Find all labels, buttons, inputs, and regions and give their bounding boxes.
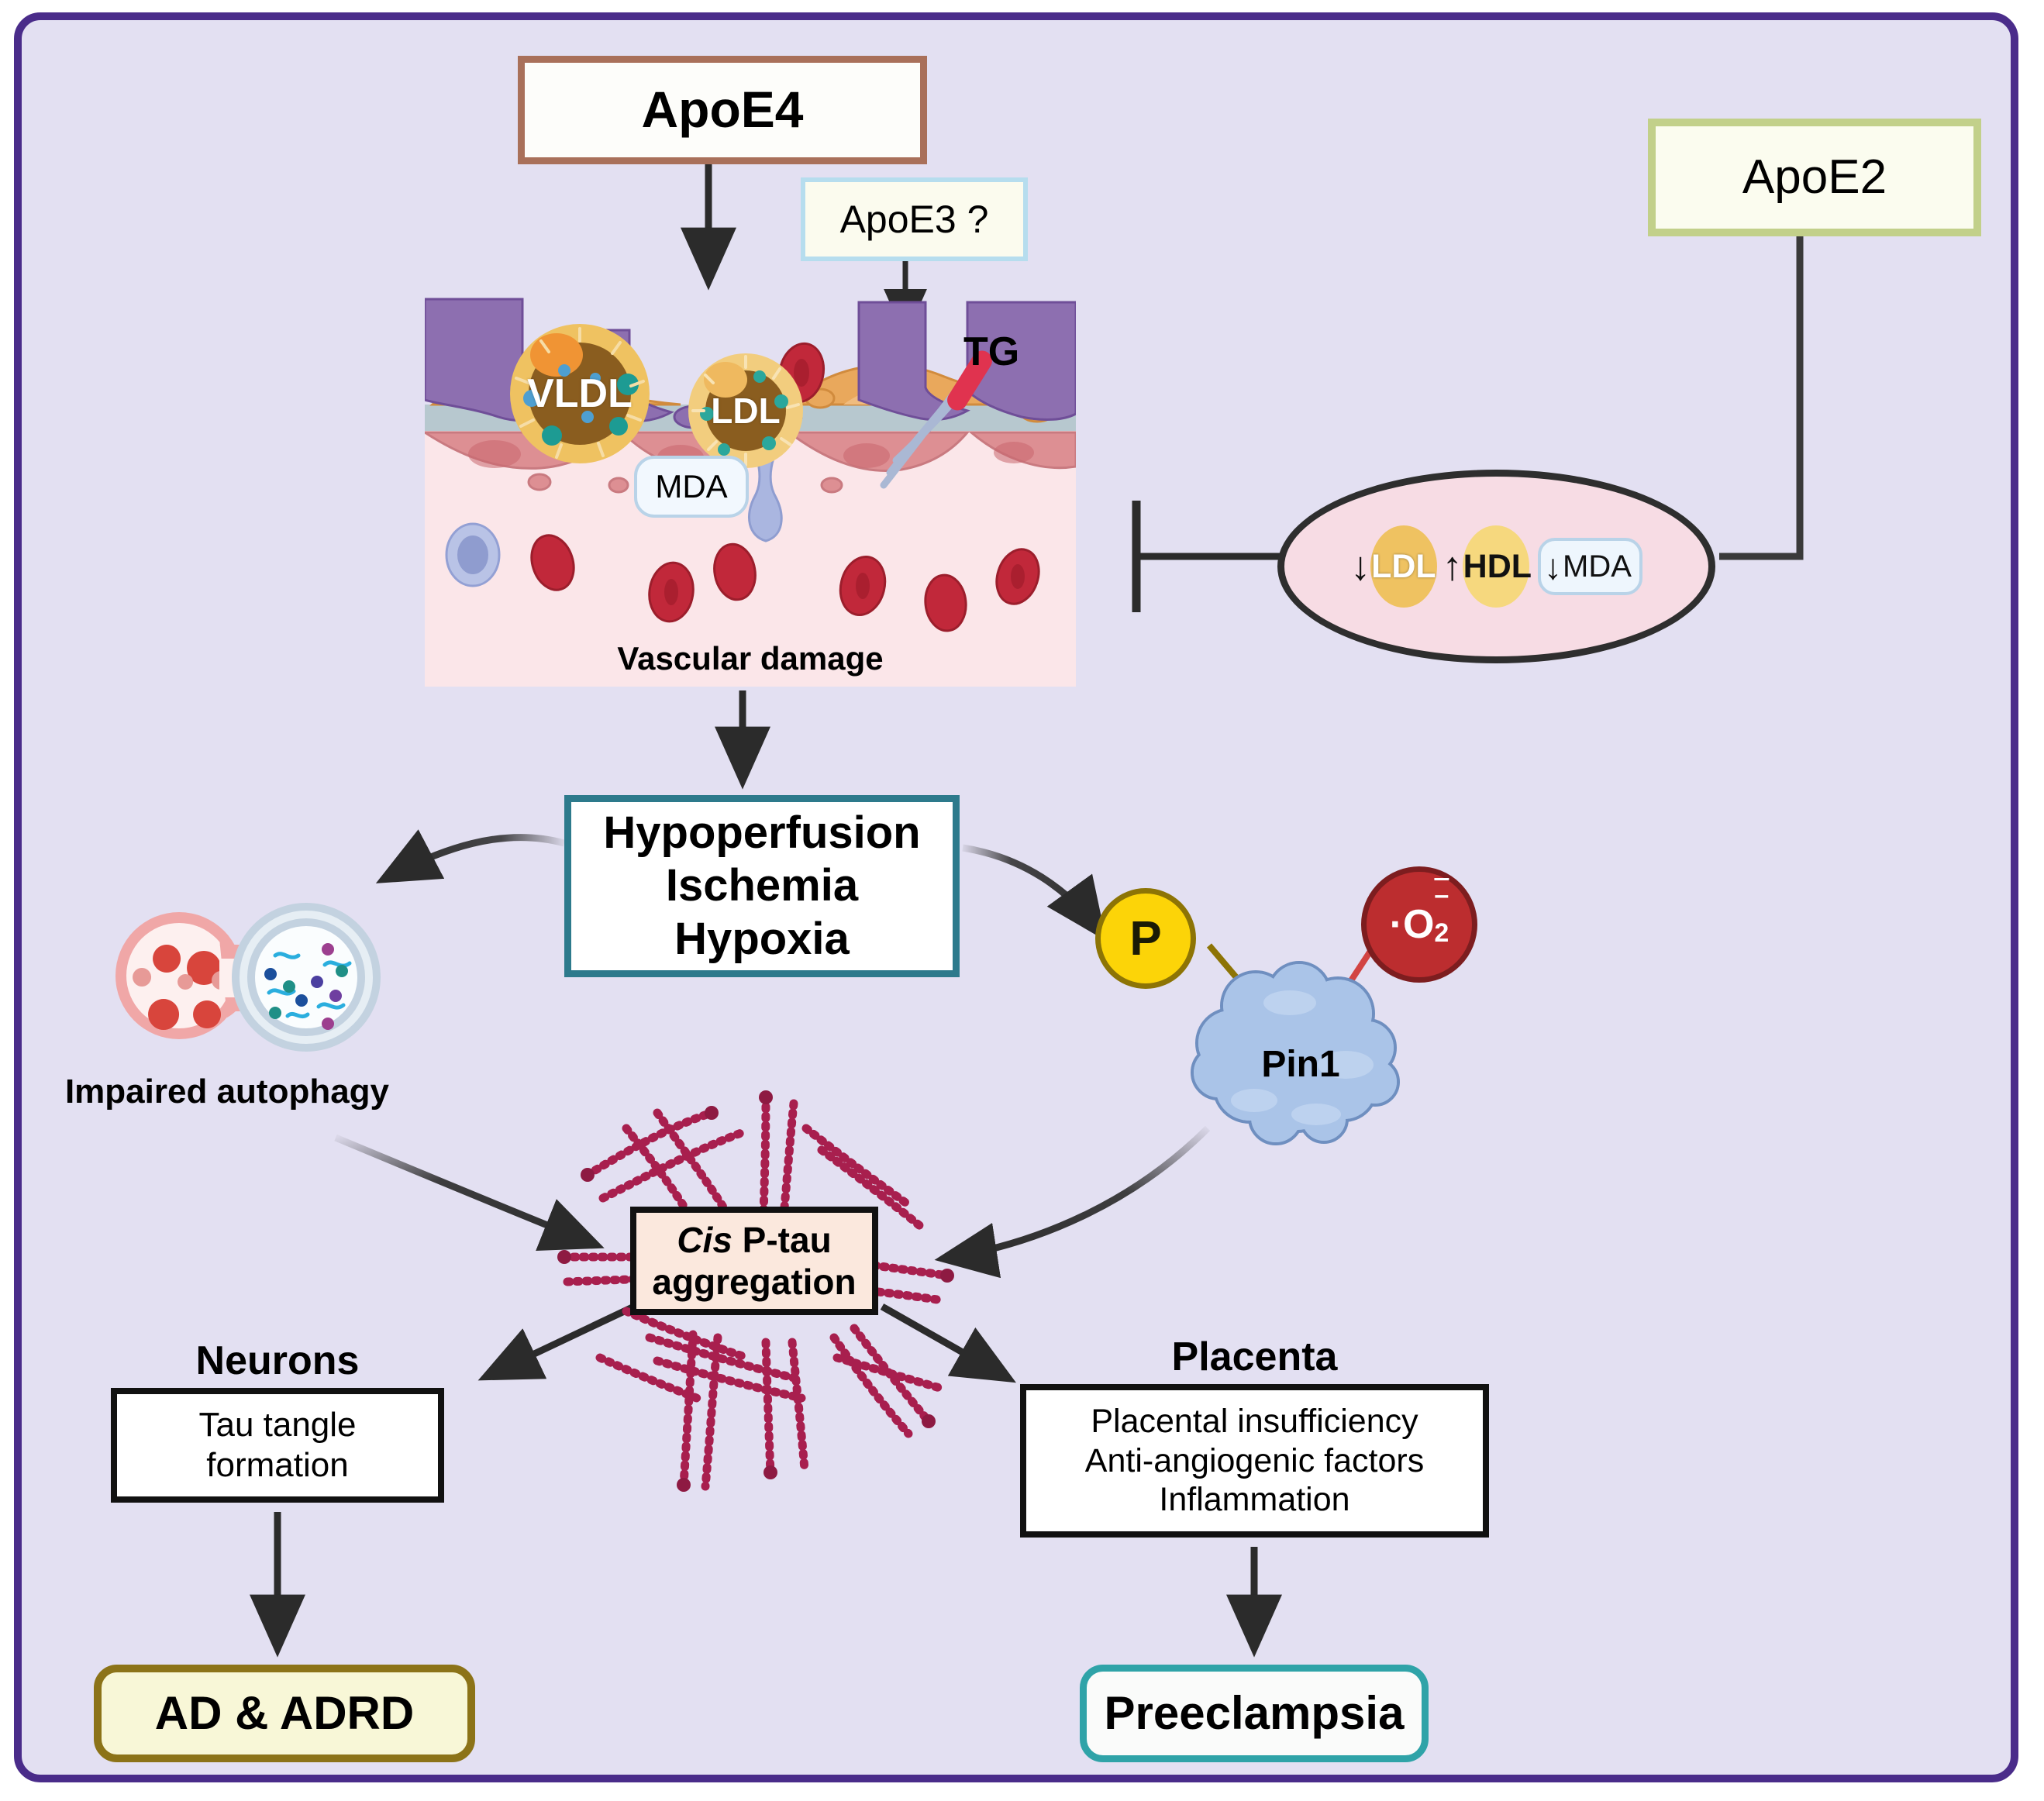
leukocyte — [445, 522, 501, 587]
cis-p-tau-line-2: aggregation — [652, 1262, 857, 1302]
impaired-autophagy-caption: Impaired autophagy — [64, 1073, 390, 1111]
tg-glycerol-backbone — [947, 350, 992, 411]
hypoperfusion-line-1: Hypoperfusion — [603, 807, 921, 858]
placenta-box[interactable]: Placental insufficiency Anti-angiogenic … — [1020, 1384, 1489, 1538]
autophagosome-cargo-dots — [264, 943, 348, 1030]
neurons-line-1: Tau tangle — [198, 1406, 357, 1445]
phosphate-badge: P — [1095, 888, 1196, 989]
neurons-box[interactable]: Tau tangle formation — [111, 1388, 444, 1503]
vldl-label: VLDL — [527, 371, 633, 416]
triglyceride-molecule — [880, 350, 992, 489]
vascular-damage-caption: Vascular damage — [617, 640, 884, 677]
pin1-protein-illustration — [1191, 937, 1400, 1145]
ldl-particle: LDL — [688, 353, 803, 468]
lysosome-enzymes — [148, 935, 222, 1030]
superoxide-badge: ·O – 2 — [1361, 866, 1477, 983]
hdl-increase-chip: ↑ HDL — [1442, 525, 1532, 608]
ldl-decrease-chip: ↓ LDL — [1350, 525, 1438, 608]
ad-adrd-label: AD & ADRD — [154, 1686, 415, 1739]
mda-decrease-chip: ↓ MDA — [1538, 538, 1642, 595]
vascular-damage-illustration — [425, 298, 1076, 687]
ad-adrd-box[interactable]: AD & ADRD — [94, 1665, 475, 1762]
apoe2-label: ApoE2 — [1742, 150, 1887, 205]
cis-p-tau-rest: P-tau — [732, 1219, 832, 1260]
apoe3-box[interactable]: ApoE3 ? — [801, 177, 1028, 261]
impaired-autophagy-illustration — [115, 903, 381, 1052]
hdl-chip-label: HDL — [1463, 547, 1532, 585]
ldl-label: LDL — [711, 391, 781, 431]
pin1-label: Pin1 — [1261, 1044, 1340, 1085]
apoe2-effects-ellipse: ↓ LDL ↑ HDL ↓ MDA — [1277, 470, 1715, 663]
down-arrow-icon-2: ↓ — [1544, 546, 1563, 587]
preeclampsia-box[interactable]: Preeclampsia — [1080, 1665, 1429, 1762]
placenta-line-2: Anti-angiogenic factors — [1084, 1441, 1425, 1479]
down-arrow-icon: ↓ — [1350, 544, 1371, 589]
ldl-chip-label: LDL — [1371, 547, 1436, 585]
apoe2-box[interactable]: ApoE2 — [1648, 119, 1981, 236]
hypoperfusion-box[interactable]: Hypoperfusion Ischemia Hypoxia — [564, 795, 960, 977]
mda-label: MDA — [655, 468, 728, 504]
superoxide-prefix: ·O — [1389, 902, 1435, 947]
apoe4-label: ApoE4 — [641, 81, 804, 139]
mda-chip-label: MDA — [1563, 549, 1632, 584]
arrow-hypoperfusion-to-autophagy — [375, 829, 566, 883]
pathway-diagram-figure: VLDL LDL MDA TG Vascular damage ApoE4 Ap… — [14, 12, 2018, 1782]
neurons-heading: Neurons — [195, 1338, 360, 1383]
tg-label: TG — [963, 329, 1020, 374]
hypoperfusion-line-2: Ischemia — [665, 860, 859, 911]
superoxide-subscript: 2 — [1434, 918, 1449, 948]
neurons-line-2: formation — [206, 1446, 349, 1484]
red-blood-cells — [530, 342, 1040, 632]
cis-p-tau-line-1: Cis P-tau — [677, 1219, 831, 1261]
ldl-disc-icon — [1370, 525, 1438, 608]
preeclampsia-label: Preeclampsia — [1104, 1686, 1405, 1739]
cis-italic-word: Cis — [677, 1219, 732, 1260]
up-arrow-icon: ↑ — [1442, 544, 1463, 589]
placenta-line-3: Inflammation — [1159, 1481, 1350, 1519]
phosphate-label: P — [1129, 911, 1162, 966]
superoxide-charge: – — [1434, 880, 1449, 910]
cis-p-tau-aggregation-box[interactable]: Cis P-tau aggregation — [630, 1207, 878, 1315]
mda-badge: MDA — [634, 456, 749, 518]
hdl-disc-icon — [1462, 525, 1529, 608]
placenta-heading: Placenta — [1171, 1334, 1338, 1379]
placenta-line-1: Placental insufficiency — [1091, 1402, 1418, 1440]
vldl-particle: VLDL — [510, 324, 650, 463]
apoe4-box[interactable]: ApoE4 — [518, 56, 927, 164]
apoe3-label: ApoE3 ? — [839, 197, 989, 241]
hypoperfusion-line-3: Hypoxia — [674, 913, 850, 964]
autophagosome-cargo-squiggles — [267, 952, 352, 1019]
arrow-hypoperfusion-to-pin1 — [962, 844, 1107, 942]
